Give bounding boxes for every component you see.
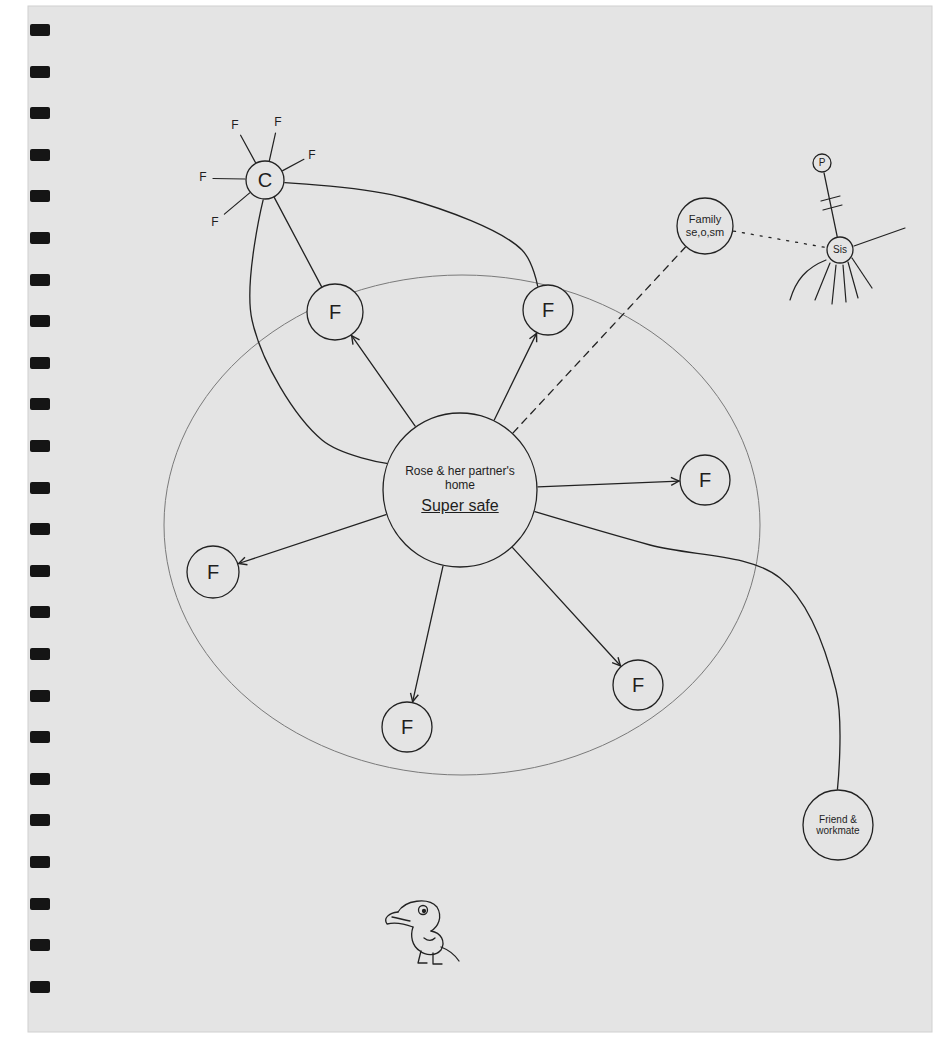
friend-circle: F	[679, 454, 731, 506]
workmate-circle: Friend & workmate	[802, 789, 874, 861]
node-text: Family se,o,sm	[683, 213, 727, 238]
circle-outline	[677, 198, 733, 254]
connector	[538, 481, 679, 487]
friend-circle: F	[306, 283, 364, 341]
text-group: Sis	[833, 244, 847, 256]
circle-outline	[803, 790, 873, 860]
connector	[535, 512, 840, 789]
family-circle: Family se,o,sm	[676, 197, 734, 255]
sister-circle: Sis	[826, 236, 854, 264]
friend-circle: F	[381, 701, 433, 753]
ray-label: F	[308, 149, 315, 161]
node-text: Sis	[833, 244, 847, 256]
hub-rays	[213, 133, 304, 214]
node-text: F	[329, 301, 341, 324]
node-text: F	[401, 716, 413, 739]
partner-circle: P	[812, 153, 832, 173]
connector	[239, 515, 386, 564]
text-group: F	[329, 301, 341, 324]
node-text: Super safe	[402, 497, 519, 515]
connector	[250, 200, 387, 464]
safe-zone-outline	[164, 275, 760, 775]
home-circle: Rose & her partner's homeSuper safe	[382, 412, 538, 568]
circle-outline	[523, 285, 573, 335]
text-group: F	[207, 561, 219, 584]
node-text: F	[699, 469, 711, 492]
text-group: Family se,o,sm	[683, 213, 727, 238]
paper-sheet	[28, 6, 932, 1032]
friend-circle: F	[522, 284, 574, 336]
circle-outline	[246, 161, 284, 199]
connector	[285, 183, 538, 287]
text-group: F	[632, 674, 644, 697]
text-group: F	[401, 716, 413, 739]
text-group: F	[699, 469, 711, 492]
friend-circle: F	[612, 659, 664, 711]
connector	[824, 173, 837, 236]
friend-circle: F	[186, 545, 240, 599]
node-text: Rose & her partner's home	[402, 465, 519, 493]
ray-label: F	[199, 171, 206, 183]
dinosaur-doodle	[386, 901, 459, 964]
text-group: Rose & her partner's homeSuper safe	[402, 465, 519, 515]
ray-label: F	[274, 116, 281, 128]
node-text: F	[542, 299, 554, 322]
circle-outline	[680, 455, 730, 505]
connector	[494, 333, 536, 420]
circle-outline	[187, 546, 239, 598]
text-group: Friend & workmate	[811, 814, 865, 837]
circle-outline	[382, 702, 432, 752]
text-group: C	[258, 169, 272, 192]
node-text: F	[632, 674, 644, 697]
circle-outline	[613, 660, 663, 710]
sister-rays	[790, 228, 905, 304]
circle-outline	[813, 154, 831, 172]
connector	[352, 336, 416, 426]
connector	[513, 247, 685, 433]
connector	[734, 231, 827, 247]
connector	[413, 566, 443, 702]
node-text: F	[207, 561, 219, 584]
text-group: P	[819, 157, 826, 169]
connector	[274, 198, 321, 287]
circle-outline	[827, 237, 853, 263]
hub-circle: C	[245, 160, 285, 200]
node-text: Friend & workmate	[811, 814, 865, 837]
spiral-binding	[30, 24, 50, 993]
circle-outline	[307, 284, 363, 340]
connector	[513, 548, 621, 666]
text-group: F	[542, 299, 554, 322]
ray-label: F	[211, 216, 218, 228]
node-text: P	[819, 157, 826, 169]
ray-label: F	[231, 119, 238, 131]
node-text: C	[258, 169, 272, 192]
circle-outline	[383, 413, 537, 567]
